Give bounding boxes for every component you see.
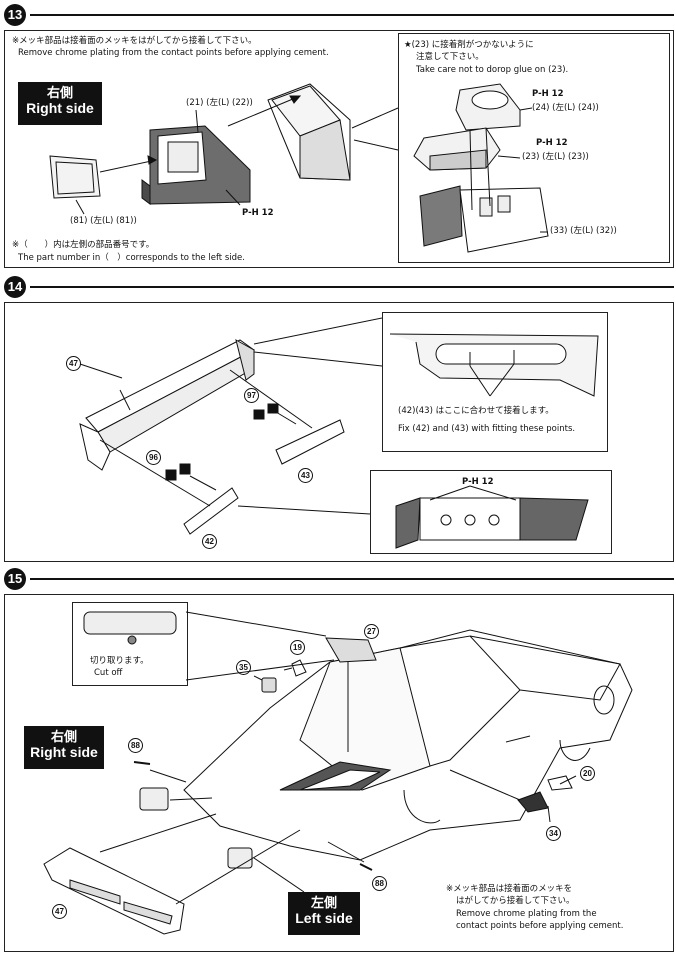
part-21-label: (21) (左(L) (22)): [186, 98, 253, 108]
chrome-note-en: Remove chrome plating from the contact p…: [18, 48, 329, 58]
part-88b-label: 88: [372, 876, 387, 891]
part-97-label: 97: [244, 388, 259, 403]
part-47b-label: 47: [52, 904, 67, 919]
part-23-label: (23) (左(L) (23)): [522, 152, 589, 162]
step-14-number: 14: [4, 276, 26, 298]
chrome-note-15-en2: contact points before applying cement.: [456, 921, 624, 931]
inset-en: Take care not to dorop glue on (23).: [416, 65, 569, 75]
left-side-en-15: Left side: [295, 910, 353, 926]
part-47-label: 47: [66, 356, 81, 371]
paint-ph12-a: P-H 12: [242, 208, 274, 218]
right-side-jp-15: 右側: [50, 729, 77, 744]
chrome-note-jp: ※メッキ部品は接着面のメッキをはがしてから接着して下さい。: [12, 36, 257, 46]
part-34-label: 34: [546, 826, 561, 841]
part-88a-label: 88: [128, 738, 143, 753]
step-14-rule: [30, 286, 674, 288]
paint-ph12-d: P-H 12: [462, 477, 494, 487]
step-15-number: 15: [4, 568, 26, 590]
part-19-label: 19: [290, 640, 305, 655]
left-side-jp-15: 左側: [310, 895, 337, 910]
fit-note-jp: (42)(43) はここに合わせて接着します。: [398, 406, 554, 416]
chrome-note-15-jp2: はがしてから接着して下さい。: [456, 896, 575, 906]
part-20-label: 20: [580, 766, 595, 781]
cut-off-inset: [72, 602, 188, 686]
part-33-label: (33) (左(L) (32)): [550, 226, 617, 236]
paint-ph12-b: P-H 12: [532, 89, 564, 99]
right-side-jp: 右側: [46, 85, 73, 100]
foot-note-jp: ※（ ）内は左側の部品番号です。: [12, 240, 155, 250]
paint-ph12-c: P-H 12: [536, 138, 568, 148]
part-35-label: 35: [236, 660, 251, 675]
step-15-rule: [30, 578, 674, 580]
right-side-en: Right side: [26, 100, 94, 116]
inset-jp-1: ★(23) に接着剤がつかないように: [404, 40, 534, 50]
part-24-label: (24) (左(L) (24)): [532, 103, 599, 113]
part-96-label: 96: [146, 450, 161, 465]
part-42-label: 42: [202, 534, 217, 549]
inset-jp-2: 注意して下さい。: [416, 52, 484, 62]
right-side-badge-15: 右側 Right side: [24, 726, 104, 769]
cut-off-en: Cut off: [94, 668, 123, 678]
part-43-label: 43: [298, 468, 313, 483]
right-side-en-15: Right side: [30, 744, 98, 760]
cut-off-jp: 切り取ります。: [90, 656, 149, 666]
chrome-note-15-jp1: ※メッキ部品は接着面のメッキを: [446, 884, 573, 894]
step-13-number: 13: [4, 4, 26, 26]
foot-note-en: The part number in（ ）corresponds to the …: [18, 253, 245, 263]
left-side-badge-15: 左側 Left side: [288, 892, 360, 935]
right-side-badge: 右側 Right side: [18, 82, 102, 125]
step-13-rule: [30, 14, 674, 16]
part-81-label: (81) (左(L) (81)): [70, 216, 137, 226]
chrome-note-15-en1: Remove chrome plating from the: [456, 909, 597, 919]
fit-note-en: Fix (42) and (43) with fitting these poi…: [398, 424, 576, 434]
part-27-label: 27: [364, 624, 379, 639]
